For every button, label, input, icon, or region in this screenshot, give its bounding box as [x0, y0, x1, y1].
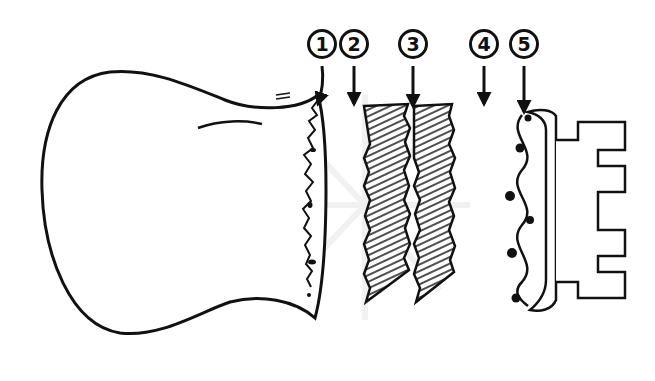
callout-text: 4 [477, 35, 490, 54]
orthodontic-bracket [528, 110, 556, 311]
callout-text: 1 [315, 35, 328, 54]
adhesive-layer [364, 104, 410, 302]
tooth [42, 71, 326, 333]
callout-number: 2 [339, 29, 369, 59]
callout-number: 3 [398, 29, 428, 59]
callout-text: 3 [406, 35, 419, 54]
leader-arrows [318, 66, 524, 112]
adhesive-layer [414, 104, 455, 302]
callout-text: 5 [517, 35, 530, 54]
callout-number: 5 [509, 29, 539, 59]
callout-number: 1 [307, 29, 337, 59]
callout-number: 4 [469, 29, 499, 59]
bracket-mesh [517, 115, 528, 306]
etched-enamel [303, 100, 318, 287]
callout-text: 2 [347, 35, 360, 54]
mesh-dots [505, 115, 534, 303]
